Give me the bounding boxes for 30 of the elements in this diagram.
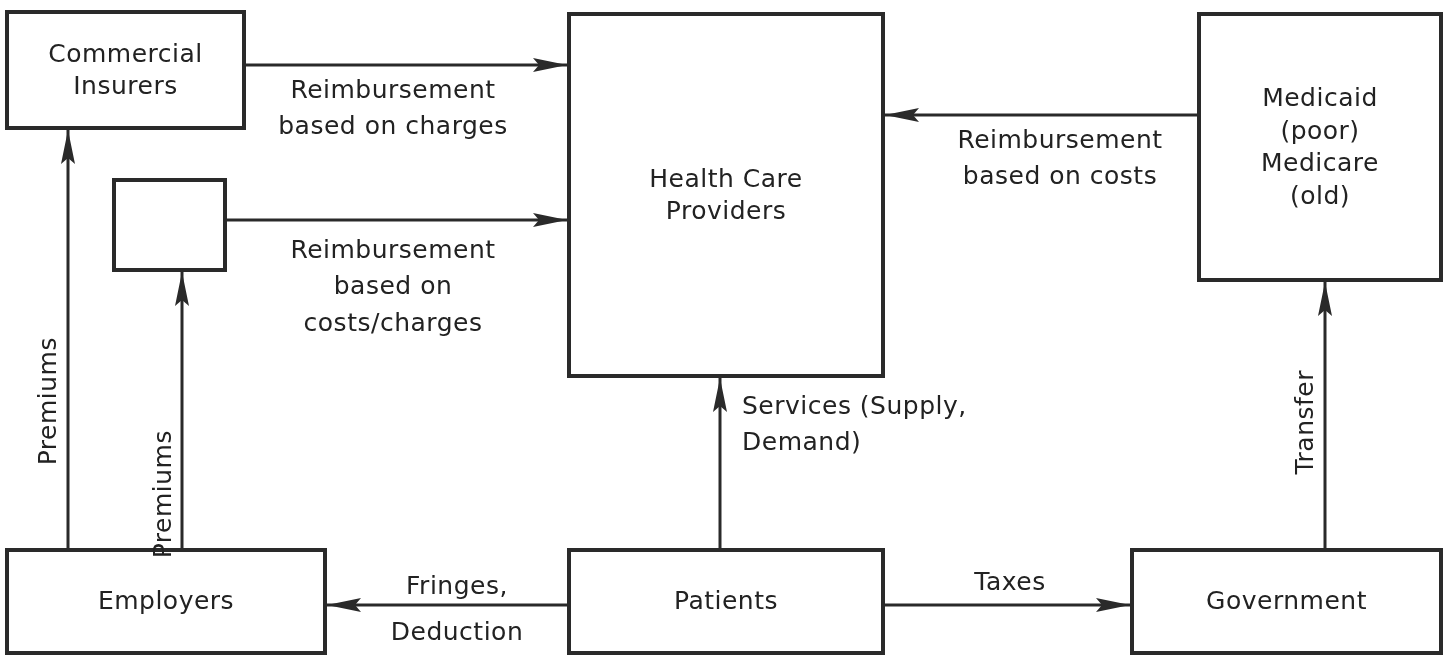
node-label: Medicaid (poor) Medicare (old) — [1260, 82, 1380, 212]
edge-label: Reimbursement based on costs/charges — [289, 234, 497, 339]
entity-box — [567, 548, 885, 655]
node-label: Government — [1206, 585, 1367, 618]
edge-label: Premiums — [150, 430, 175, 559]
edge-label: Premiums — [35, 337, 60, 466]
edge-label: Reimbursement based on costs — [956, 124, 1164, 193]
arrow — [175, 272, 189, 548]
arrow — [61, 130, 75, 548]
edge-label: Fringes, Deduction — [389, 570, 525, 648]
edge-label: Reimbursement based on charges — [277, 74, 509, 143]
node-label: Commercial Insurers — [47, 37, 204, 102]
arrow — [713, 378, 727, 548]
node-label: Patients — [673, 585, 779, 618]
node-label: Employers — [97, 585, 235, 618]
arrow — [327, 598, 567, 612]
arrow — [246, 58, 567, 72]
arrow — [1318, 282, 1332, 548]
edge-label: Services (Supply, Demand) — [742, 390, 968, 459]
entity-box — [567, 12, 885, 378]
edge-label: Transfer — [1292, 370, 1317, 475]
arrow — [227, 213, 567, 227]
arrow — [885, 598, 1130, 612]
edge-label: Taxes — [973, 566, 1047, 598]
node-label: Health Care Providers — [648, 162, 804, 227]
entity-box — [1197, 12, 1443, 282]
entity-box — [1130, 548, 1443, 655]
entity-box — [5, 10, 246, 130]
empty-box — [112, 178, 227, 272]
arrow — [885, 108, 1197, 122]
